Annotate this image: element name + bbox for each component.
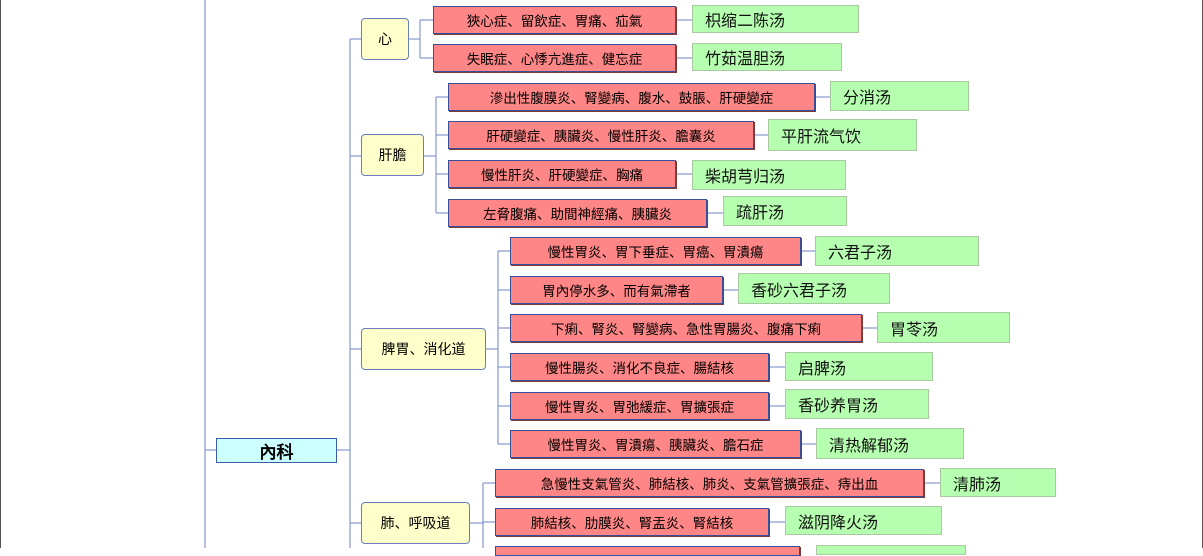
formula-node[interactable]: 胃苓汤 (877, 312, 1010, 343)
disease-node[interactable]: 肝硬變症、胰臟炎、慢性肝炎、膽囊炎 (448, 121, 754, 149)
disease-node[interactable]: 左脅腹痛、助間神經痛、胰臟炎 (448, 199, 707, 227)
disease-node[interactable]: 慢性胃炎、胃潰瘍、胰臟炎、膽石症 (510, 430, 801, 458)
disease-node[interactable]: 急慢性支氣管炎、肺結核、肺炎、支氣管擴張症、痔出血 (495, 469, 924, 497)
fei-branch (470, 482, 495, 548)
disease-node[interactable]: 肺結核、肋膜炎、腎盂炎、腎結核 (495, 508, 769, 536)
formula-node[interactable]: 清热解郁汤 (816, 428, 964, 459)
xin-branch (409, 19, 433, 59)
category-xin[interactable]: 心 (361, 18, 409, 60)
formula-node[interactable]: 分消汤 (830, 81, 969, 111)
formula-node[interactable]: 滋阴降火汤 (785, 506, 942, 535)
disease-node[interactable]: 滲出性腹膜炎、腎變病、腹水、鼓脹、肝硬變症 (448, 83, 815, 111)
formula-node[interactable]: 六君子汤 (815, 236, 979, 266)
disease-node[interactable]: 狹心症、留飲症、胃痛、疝氣 (433, 6, 676, 34)
disease-node[interactable]: 下痢、腎炎、腎變病、急性胃腸炎、腹痛下痢 (510, 314, 862, 342)
disease-node[interactable]: 慢性肝炎、肝硬變症、胸痛 (448, 160, 676, 188)
gandan-branch (424, 96, 448, 214)
formula-node[interactable]: 竹茹温胆汤 (692, 43, 842, 71)
left-border (0, 0, 1, 548)
disease-node[interactable]: 胃內停水多、而有氣滯者 (510, 276, 723, 304)
category-fei[interactable]: 肺、呼吸道 (361, 502, 470, 544)
disease-to-formula-lines (676, 19, 940, 523)
disease-node[interactable]: 慢性腸炎、消化不良症、腸結核 (510, 353, 769, 381)
formula-node[interactable]: 枳缩二陈汤 (692, 5, 859, 33)
disease-node[interactable]: 失眠症、心悸亢進症、健忘症 (433, 44, 676, 72)
formula-node[interactable]: 平肝流气饮 (768, 119, 917, 151)
piwei-branch (486, 250, 510, 445)
disease-node[interactable]: 慢性胃炎、胃下垂症、胃癌、胃潰瘍 (510, 237, 801, 265)
formula-node[interactable]: 香砂六君子汤 (738, 273, 890, 304)
formula-node-partial[interactable] (816, 545, 966, 555)
disease-node[interactable]: 慢性胃炎、胃弛緩症、胃擴張症 (510, 392, 769, 420)
root-node[interactable]: 內科 (216, 438, 337, 463)
formula-node[interactable]: 疏肝汤 (723, 196, 847, 226)
formula-node[interactable]: 启脾汤 (785, 352, 933, 381)
formula-node[interactable]: 香砂养胃汤 (785, 389, 929, 419)
category-piwei[interactable]: 脾胃、消化道 (361, 328, 486, 370)
formula-node[interactable]: 清肺汤 (940, 468, 1056, 497)
category-gandan[interactable]: 肝膽 (361, 134, 424, 176)
formula-node[interactable]: 柴胡芎归汤 (692, 160, 846, 190)
